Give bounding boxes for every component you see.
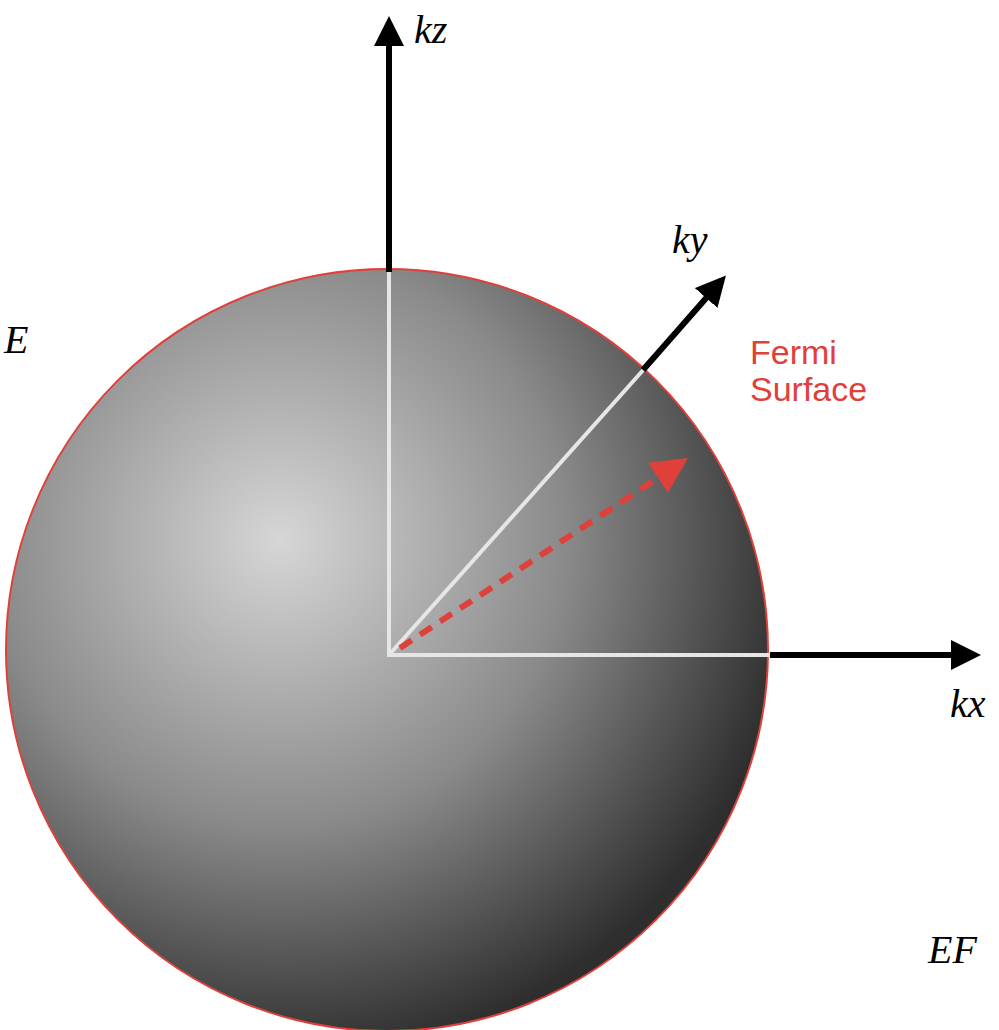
energy-label: E xyxy=(4,318,28,362)
axis-label: ky xyxy=(672,218,708,262)
axis-label: kz xyxy=(414,8,447,52)
axis-label: kx xyxy=(950,682,986,726)
fermi-sphere xyxy=(6,269,768,1030)
outer-axes xyxy=(389,22,975,655)
inner-axes xyxy=(387,270,771,655)
energy-label: EF xyxy=(928,928,977,972)
fermi-surface-label: Fermi Surface xyxy=(750,334,920,409)
fermi-wavevector-arrow xyxy=(400,462,682,648)
